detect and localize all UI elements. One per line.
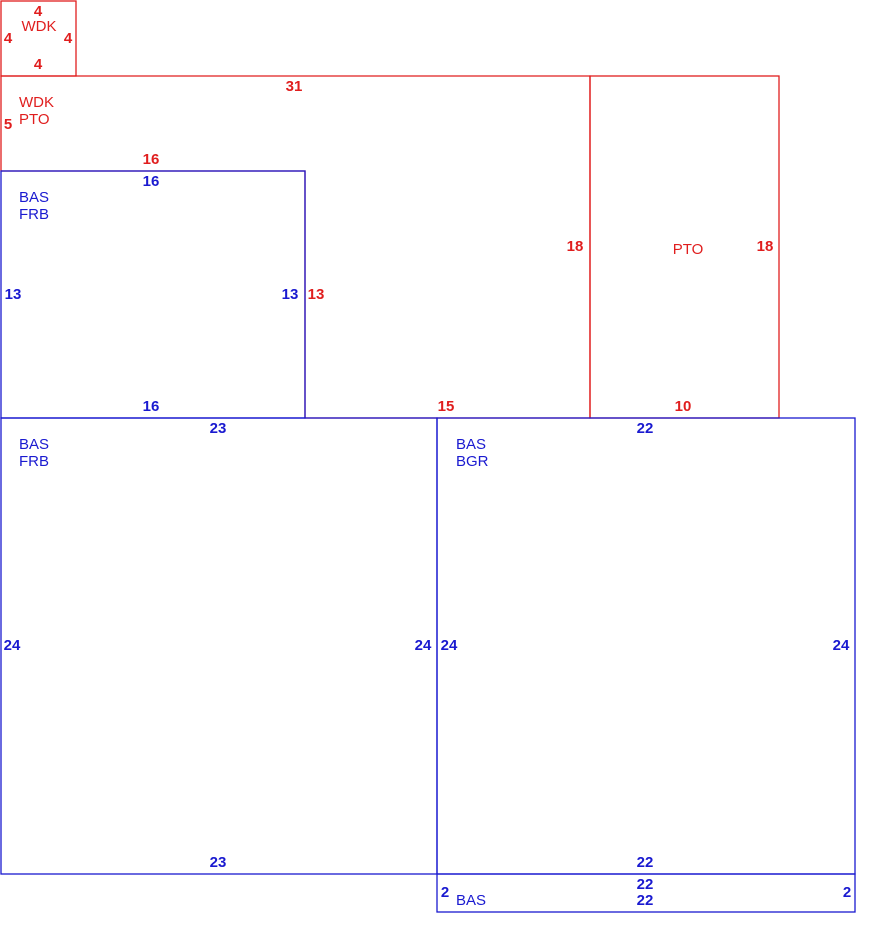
bas-frb-small-dim-right: 13 [282,286,299,303]
bas-frb-large-code1: BAS [19,436,49,453]
bas-strip-outline [436,873,856,913]
bas-frb-large-dim-top: 23 [210,420,227,437]
wdk-pto-dim-right: 18 [567,238,584,255]
bas-strip-dim-left: 2 [441,884,449,901]
bas-frb-small-dim-right-red: 13 [308,286,325,303]
pto-dim-bottom: 10 [675,398,692,415]
wdk-pto-dim-bottom: 15 [438,398,455,415]
wdk-small-dim-right: 4 [64,30,73,47]
wdk-pto-code2: PTO [19,111,50,128]
bas-frb-small-code2: FRB [19,206,49,223]
wdk-small-dim-left: 4 [4,30,13,47]
bas-bgr-code1: BAS [456,436,486,453]
bas-bgr-dim-left: 24 [441,637,458,654]
wdk-pto-dim-top: 31 [286,78,303,95]
pto-dim-right: 18 [757,238,774,255]
wdk-small-code: WDK [22,18,57,35]
bas-strip-dim-right: 2 [843,884,851,901]
wdk-small-dim-bottom: 4 [34,56,43,73]
pto-code: PTO [673,241,704,258]
bas-frb-large-dim-bottom: 23 [210,854,227,871]
bas-strip-dim-top: 22 [637,876,654,893]
bas-frb-small-dim-bottom: 16 [143,398,160,415]
bas-strip-dim-bottom: 22 [637,892,654,909]
bas-frb-large-dim-left: 24 [4,637,21,654]
wdk-pto-code1: WDK [19,94,54,111]
wdk-pto-outline [0,75,591,419]
bas-bgr-dim-right: 24 [833,637,850,654]
bas-frb-large-dim-right: 24 [415,637,432,654]
bas-frb-small-dim-left: 13 [5,286,22,303]
bas-bgr-outline [436,417,856,875]
bas-frb-small-code1: BAS [19,189,49,206]
bas-strip-code: BAS [456,892,486,909]
bas-frb-small-dim-top: 16 [143,173,160,190]
bas-frb-small-dim-top-red: 16 [143,151,160,168]
bas-bgr-dim-bottom: 22 [637,854,654,871]
bas-bgr-code2: BGR [456,453,489,470]
wdk-pto-dim-left: 5 [4,116,12,133]
bas-frb-large-outline [0,417,438,875]
wdk-small-dim-top: 4 [34,3,43,20]
bas-bgr-dim-top: 22 [637,420,654,437]
bas-frb-large-code2: FRB [19,453,49,470]
